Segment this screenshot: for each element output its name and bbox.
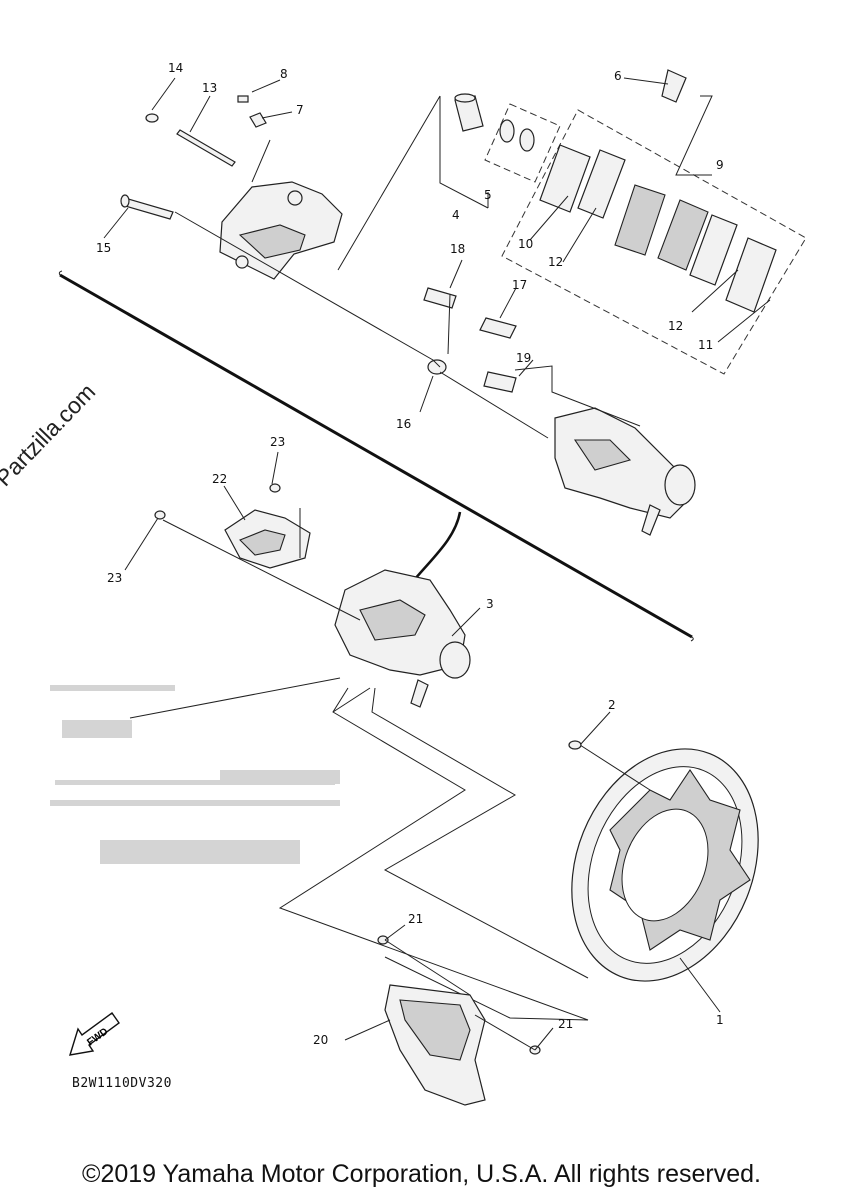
callout-1: 1 — [716, 1013, 724, 1027]
lower-caliper-3 — [334, 569, 471, 708]
spring-17 — [479, 317, 517, 339]
callout-21b: 21 — [558, 1017, 573, 1031]
callout-3: 3 — [486, 597, 494, 611]
callout-19: 19 — [516, 351, 531, 365]
callout-15: 15 — [96, 241, 111, 255]
clip-19 — [483, 371, 517, 393]
bleeder-7-8 — [237, 95, 267, 128]
hose-routing — [278, 687, 589, 1021]
callout-9: 9 — [716, 158, 724, 172]
callout-21a: 21 — [408, 912, 423, 926]
callout-12b: 12 — [668, 319, 683, 333]
bolt-15 — [120, 194, 174, 220]
upper-leaders — [103, 77, 713, 439]
upper-caliper-bracket — [219, 181, 343, 280]
callout-23b: 23 — [107, 571, 122, 585]
lower-leaders — [124, 451, 481, 719]
brake-pads — [539, 144, 777, 313]
seals-5 — [499, 119, 535, 152]
bolt-23-top — [269, 483, 281, 493]
bracket-22 — [224, 509, 311, 569]
copyright-notice: ©2019 Yamaha Motor Corporation, U.S.A. A… — [82, 1160, 761, 1188]
callout-7: 7 — [296, 103, 304, 117]
separator-line — [59, 273, 693, 639]
part-14 — [145, 113, 159, 123]
callout-17: 17 — [512, 278, 527, 292]
seal-kit-box-5 — [484, 103, 561, 183]
callout-16: 16 — [396, 417, 411, 431]
disc-guard-20 — [384, 984, 486, 1106]
upper-caliper-body — [554, 407, 696, 536]
callout-20: 20 — [313, 1033, 328, 1047]
pad-leaders — [529, 195, 771, 343]
piston-4 — [454, 93, 484, 132]
separator-hook — [58, 270, 694, 642]
disc-leaders — [579, 711, 721, 1013]
pin-13 — [176, 129, 236, 167]
brake-disc-1 — [571, 748, 759, 982]
callout-22: 22 — [212, 472, 227, 486]
part-6 — [661, 69, 687, 103]
fwd-arrow-icon: FWD — [68, 1012, 120, 1056]
diagram-code: B2W1110DV320 — [72, 1076, 172, 1091]
bolt-21-top — [377, 935, 389, 945]
callout-11: 11 — [698, 338, 713, 352]
callout-18: 18 — [450, 242, 465, 256]
callout-2: 2 — [608, 698, 616, 712]
bolt-2 — [568, 740, 582, 750]
pad-kit-box-9 — [501, 109, 807, 375]
callout-6: 6 — [614, 69, 622, 83]
washer-16 — [427, 359, 447, 375]
callout-13: 13 — [202, 81, 217, 95]
callout-4: 4 — [452, 208, 460, 222]
hose-connector — [409, 511, 462, 586]
callout-5: 5 — [484, 188, 492, 202]
guard-leaders — [344, 924, 554, 1051]
bolt-23-left — [154, 510, 166, 520]
callout-12a: 12 — [548, 255, 563, 269]
callout-8: 8 — [280, 67, 288, 81]
callout-14: 14 — [168, 61, 183, 75]
callout-23a: 23 — [270, 435, 285, 449]
faded-phantom-parts — [50, 685, 340, 864]
callout-10: 10 — [518, 237, 533, 251]
pin-18 — [423, 287, 457, 309]
